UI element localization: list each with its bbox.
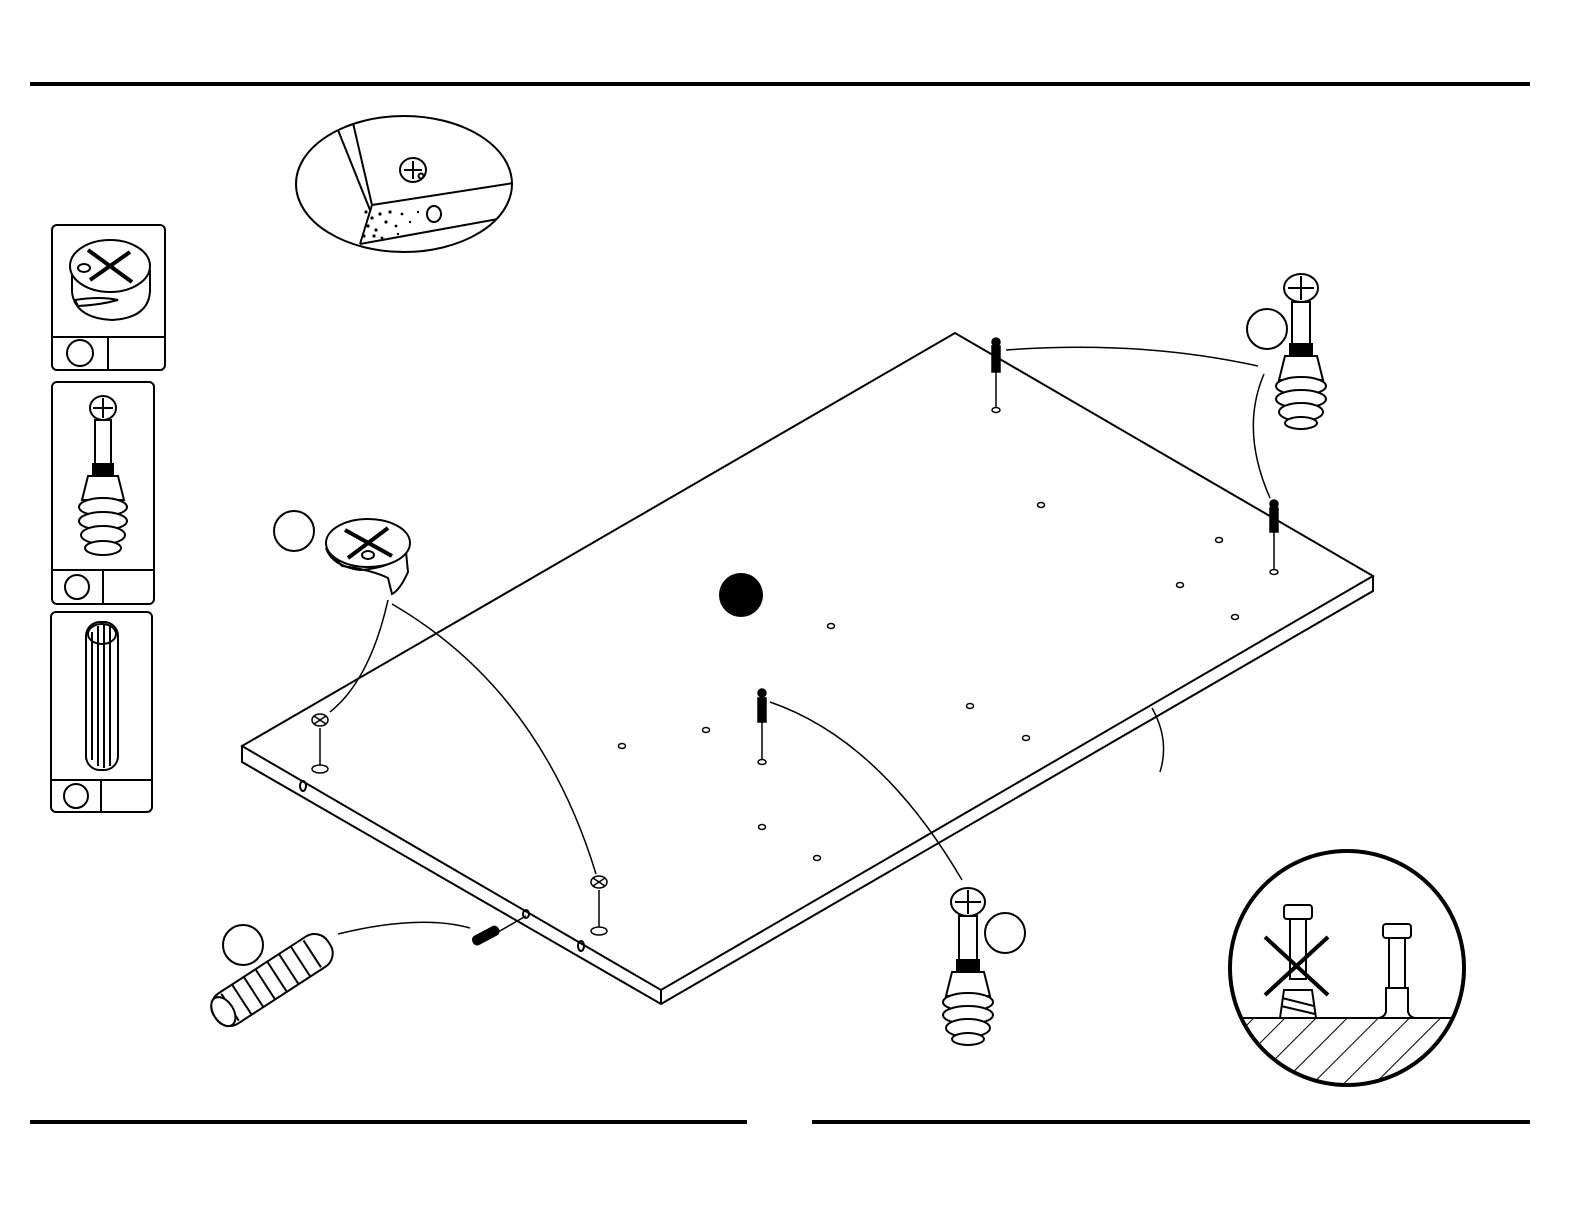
wood-dowel-icon bbox=[86, 622, 118, 770]
legend-cam-bolt bbox=[52, 382, 154, 604]
callout-cam-lock bbox=[274, 511, 410, 594]
filled-circle-marker bbox=[719, 573, 763, 617]
callout-ref-circle bbox=[223, 925, 263, 965]
installed-wood-dowel bbox=[471, 916, 526, 946]
callout-cam-bolt-back bbox=[1247, 274, 1326, 429]
legend-cam-lock bbox=[52, 225, 165, 370]
cam-lock-icon bbox=[326, 519, 410, 594]
callout-ref-circle bbox=[985, 913, 1025, 953]
depth-check-icon bbox=[1220, 851, 1480, 1098]
callout-ref-circle bbox=[274, 511, 314, 551]
cam-bolt-icon bbox=[943, 888, 993, 1045]
legend-wood-dowel bbox=[51, 612, 152, 812]
callout-wood-dowel bbox=[205, 925, 339, 1032]
callout-ref-circle bbox=[1247, 309, 1287, 349]
cam-lock-icon bbox=[70, 240, 150, 320]
panel-icon bbox=[242, 333, 1373, 1004]
parts-legend bbox=[51, 225, 165, 812]
cam-bolt-icon bbox=[1276, 274, 1326, 429]
magnified-edge-icon bbox=[296, 110, 520, 252]
callout-cam-bolt-front bbox=[943, 888, 1025, 1045]
